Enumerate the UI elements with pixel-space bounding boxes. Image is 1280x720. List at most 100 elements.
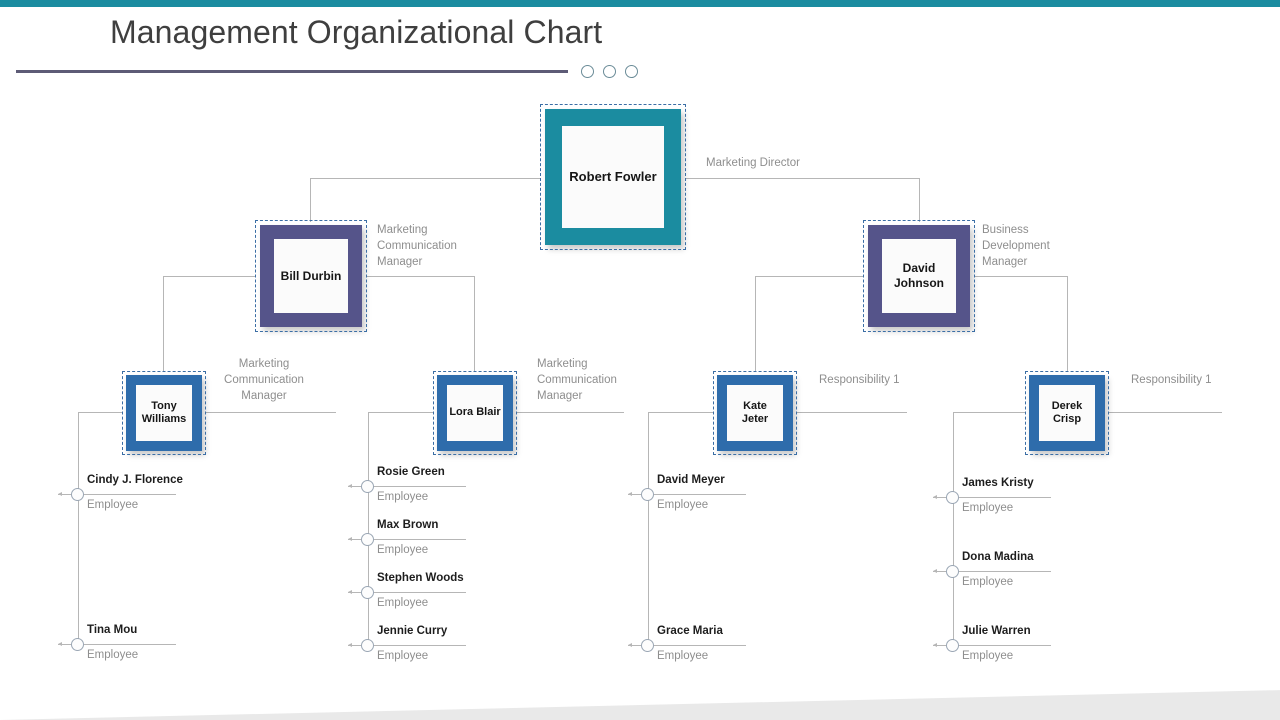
arrow-left-icon: [58, 641, 71, 646]
row-underline: [374, 645, 466, 646]
decorative-circle-2-icon: [603, 65, 616, 78]
spine-derek-employees: [953, 412, 954, 646]
selection-outline: [540, 104, 686, 250]
bullet-circle-icon: [361, 639, 374, 652]
selection-outline: [1025, 371, 1109, 455]
spine-kate-employees: [648, 412, 649, 646]
employee-role: Employee: [87, 499, 139, 511]
employee-name: Rosie Green: [377, 466, 445, 478]
connector-kate-rail-left: [648, 412, 713, 413]
employee-name: Max Brown: [377, 519, 439, 531]
employee-role: Employee: [962, 650, 1014, 662]
footer-wedge: [0, 690, 1280, 720]
employee-name: David Meyer: [657, 474, 725, 486]
title-divider-rule: [16, 70, 568, 73]
arrow-left-icon: [58, 491, 71, 496]
row-underline: [959, 571, 1051, 572]
arrow-left-icon: [933, 494, 946, 499]
role-caption-tony-williams: Marketing Communication Manager: [224, 358, 304, 402]
bullet-circle-icon: [641, 488, 654, 501]
node-name-text: Kate Jeter: [741, 399, 769, 425]
row-underline: [654, 494, 746, 495]
bullet-circle-icon: [361, 480, 374, 493]
org-node-lora-blair[interactable]: Lora Blair: [433, 371, 517, 455]
employee-role: Employee: [377, 491, 429, 503]
bullet-circle-icon: [71, 488, 84, 501]
selection-outline: [433, 371, 517, 455]
node-label: Bill Durbin: [274, 239, 348, 313]
org-node-kate-jeter[interactable]: Kate Jeter: [713, 371, 797, 455]
connector-david-to-derek-horizontal: [975, 276, 1068, 277]
row-underline: [959, 497, 1051, 498]
employee-role: Employee: [377, 544, 429, 556]
org-node-derek-crisp[interactable]: Derek Crisp: [1025, 371, 1109, 455]
connector-david-to-kate-horizontal: [755, 276, 864, 277]
row-underline: [959, 645, 1051, 646]
connector-root-left-vertical: [310, 178, 311, 222]
connector-tony-rail-right: [206, 412, 336, 413]
arrow-left-icon: [348, 589, 361, 594]
employee-role: Employee: [87, 649, 139, 661]
connector-bill-to-lora-vertical: [474, 276, 475, 372]
employee-name: Stephen Woods: [377, 572, 464, 584]
connector-root-right-vertical: [919, 178, 920, 222]
employee-role: Employee: [377, 597, 429, 609]
decorative-circle-1-icon: [581, 65, 594, 78]
arrow-left-icon: [628, 642, 641, 647]
org-node-bill-durbin[interactable]: Bill Durbin: [255, 220, 367, 332]
top-accent-bar: [0, 0, 1280, 7]
role-caption-kate-jeter: Responsibility 1: [819, 374, 900, 386]
node-label: Lora Blair: [447, 385, 503, 441]
employee-name: Tina Mou: [87, 624, 138, 636]
bullet-circle-icon: [946, 639, 959, 652]
decorative-circle-3-icon: [625, 65, 638, 78]
arrow-left-icon: [348, 642, 361, 647]
connector-david-to-kate-vertical: [755, 276, 756, 372]
row-underline: [84, 494, 176, 495]
node-name-text: Bill Durbin: [280, 268, 342, 283]
employee-name: Grace Maria: [657, 625, 723, 637]
bullet-circle-icon: [361, 586, 374, 599]
bullet-circle-icon: [946, 491, 959, 504]
node-name-text: Tony Williams: [141, 399, 187, 425]
connector-bill-to-tony-vertical: [163, 276, 164, 372]
connector-lora-rail-right: [517, 412, 624, 413]
row-underline: [654, 645, 746, 646]
connector-lora-rail-left: [368, 412, 433, 413]
node-label: Derek Crisp: [1039, 385, 1095, 441]
connector-derek-rail-left: [953, 412, 1025, 413]
employee-name: Dona Madina: [962, 551, 1034, 563]
role-caption-david-johnson: Business Development Manager: [982, 224, 1050, 268]
selection-outline: [122, 371, 206, 455]
employee-role: Employee: [962, 502, 1014, 514]
row-underline: [374, 486, 466, 487]
role-caption-lora-blair: Marketing Communication Manager: [537, 358, 617, 402]
arrow-left-icon: [933, 642, 946, 647]
org-node-tony-williams[interactable]: Tony Williams: [122, 371, 206, 455]
org-node-david-johnson[interactable]: David Johnson: [863, 220, 975, 332]
employee-name: Cindy J. Florence: [87, 474, 183, 486]
row-underline: [374, 592, 466, 593]
role-caption-robert-fowler: Marketing Director: [706, 157, 800, 169]
row-underline: [84, 644, 176, 645]
bullet-circle-icon: [641, 639, 654, 652]
bullet-circle-icon: [361, 533, 374, 546]
connector-david-to-derek-vertical: [1067, 276, 1068, 372]
arrow-left-icon: [628, 491, 641, 496]
connector-tony-rail-left: [78, 412, 122, 413]
connector-bill-to-lora-horizontal: [367, 276, 475, 277]
node-name-text: David Johnson: [894, 261, 944, 290]
spine-lora-employees: [368, 412, 369, 646]
selection-outline: [863, 220, 975, 332]
employee-role: Employee: [657, 499, 709, 511]
connector-root-left-horizontal: [310, 178, 541, 179]
node-label: Tony Williams: [136, 385, 192, 441]
connector-derek-rail-right: [1109, 412, 1222, 413]
org-node-robert-fowler[interactable]: Robert Fowler: [540, 104, 686, 250]
bullet-circle-icon: [71, 638, 84, 651]
selection-outline: [255, 220, 367, 332]
node-name-text: Derek Crisp: [1051, 399, 1083, 425]
employee-role: Employee: [657, 650, 709, 662]
employee-name: Julie Warren: [962, 625, 1031, 637]
